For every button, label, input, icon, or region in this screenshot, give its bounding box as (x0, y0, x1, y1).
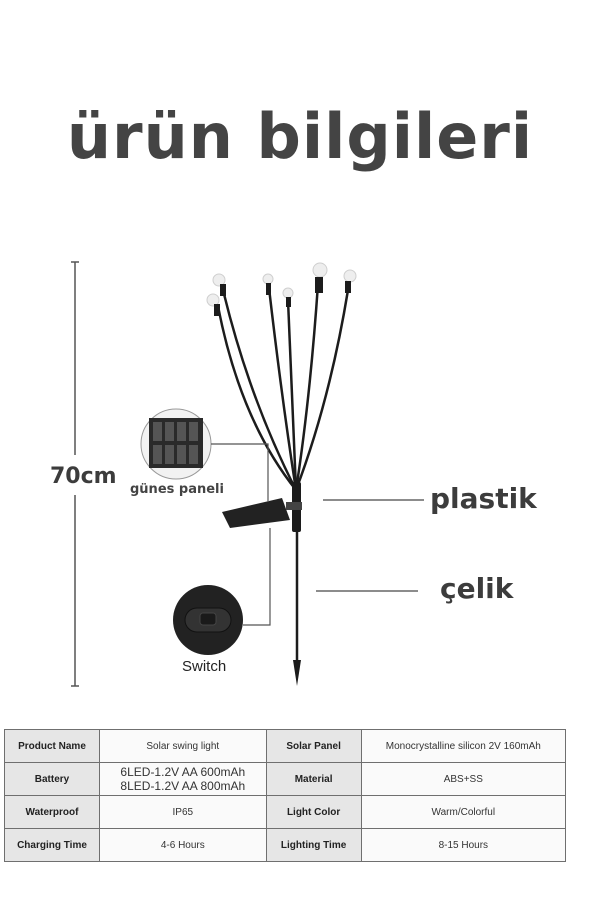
height-label: 70cm (50, 464, 117, 489)
spec-value: IP65 (99, 795, 267, 829)
battery-line-2: 8LED-1.2V AA 800mAh (120, 779, 246, 793)
spec-key: Battery (4, 762, 100, 796)
solar-light-illustration (71, 261, 424, 687)
spec-value: ABS+SS (360, 762, 567, 796)
spec-key: Charging Time (4, 828, 100, 862)
spec-value: Solar swing light (99, 729, 267, 763)
spec-key: Light Color (265, 795, 362, 829)
spec-key: Waterproof (4, 795, 100, 829)
solar-panel-label: günes paneli (130, 482, 224, 497)
table-row: Product Name Solar swing light Solar Pan… (4, 729, 567, 763)
battery-line-1: 6LED-1.2V AA 600mAh (120, 765, 246, 779)
spec-value: Monocrystalline silicon 2V 160mAh (360, 729, 567, 763)
plastic-label: plastik (430, 482, 537, 515)
spec-key: Material (265, 762, 362, 796)
spec-value: 8-15 Hours (360, 828, 567, 862)
spec-value: 4-6 Hours (99, 828, 267, 862)
page-title: ürün bilgileri (66, 100, 534, 173)
table-row: Waterproof IP65 Light Color Warm/Colorfu… (4, 795, 567, 829)
spec-key: Product Name (4, 729, 100, 763)
spec-key: Lighting Time (265, 828, 362, 862)
product-diagram: 70cm günes paneli plastik çelik Switch (0, 250, 600, 700)
spec-table: Product Name Solar swing light Solar Pan… (4, 729, 567, 862)
spec-value: 6LED-1.2V AA 600mAh 8LED-1.2V AA 800mAh (99, 762, 267, 796)
table-row: Battery 6LED-1.2V AA 600mAh 8LED-1.2V AA… (4, 762, 567, 796)
switch-label: Switch (182, 658, 227, 675)
spec-key: Solar Panel (265, 729, 362, 763)
steel-label: çelik (440, 572, 514, 605)
spec-value: Warm/Colorful (360, 795, 567, 829)
table-row: Charging Time 4-6 Hours Lighting Time 8-… (4, 828, 567, 862)
